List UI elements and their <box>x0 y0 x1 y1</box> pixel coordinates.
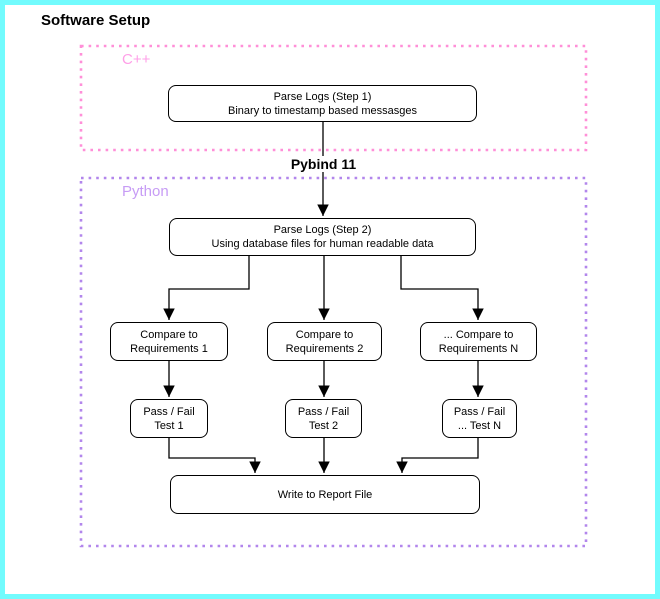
node-line: Compare to <box>295 328 354 341</box>
node-line: Test 1 <box>154 419 184 432</box>
node-line: Binary to timestamp based messasges <box>228 104 417 117</box>
node-line: Requirements 2 <box>285 342 364 355</box>
node-compare-requirements-2: Compare to Requirements 2 <box>267 322 382 361</box>
cpp-region-border <box>79 44 588 152</box>
node-line: Pass / Fail <box>143 405 195 418</box>
node-line: Parse Logs (Step 1) <box>273 90 372 103</box>
node-line: Requirements N <box>438 342 519 355</box>
arrow-parse2-to-compare1 <box>163 256 250 320</box>
node-line: Test 2 <box>308 419 339 432</box>
node-compare-requirements-1: Compare to Requirements 1 <box>110 322 228 361</box>
python-region-label: Python <box>122 183 169 200</box>
node-compare-requirements-n: ... Compare to Requirements N <box>420 322 537 361</box>
node-pass-fail-test-2: Pass / Fail Test 2 <box>285 399 362 438</box>
node-parse-logs-step2: Parse Logs (Step 2) Using database files… <box>169 218 476 256</box>
node-line: Compare to <box>140 328 198 341</box>
node-line: ... Compare to <box>443 328 514 341</box>
cpp-region-label: C++ <box>122 51 151 68</box>
arrow-pass1-to-report <box>168 438 261 473</box>
arrow-passN-to-report <box>396 438 479 473</box>
node-write-to-report-file: Write to Report File <box>170 475 480 514</box>
node-line: Pass / Fail <box>297 405 350 418</box>
arrow-parse2-to-compareN <box>400 256 484 320</box>
diagram-title: Software Setup <box>41 12 151 29</box>
node-line: Pass / Fail <box>453 405 506 418</box>
pybind-bridge-label: Pybind 11 <box>275 156 372 172</box>
node-line: Using database files for human readable … <box>211 238 434 250</box>
node-line: Write to Report File <box>277 488 373 501</box>
node-line: Requirements 1 <box>130 342 208 355</box>
node-pass-fail-test-1: Pass / Fail Test 1 <box>130 399 208 438</box>
node-pass-fail-test-n: Pass / Fail ... Test N <box>442 399 517 438</box>
node-parse-logs-step1: Parse Logs (Step 1) Binary to timestamp … <box>168 85 477 122</box>
connector-layer <box>79 44 588 548</box>
node-line: ... Test N <box>457 419 502 432</box>
python-region-border <box>79 176 588 548</box>
node-line: Parse Logs (Step 2) <box>273 224 372 236</box>
